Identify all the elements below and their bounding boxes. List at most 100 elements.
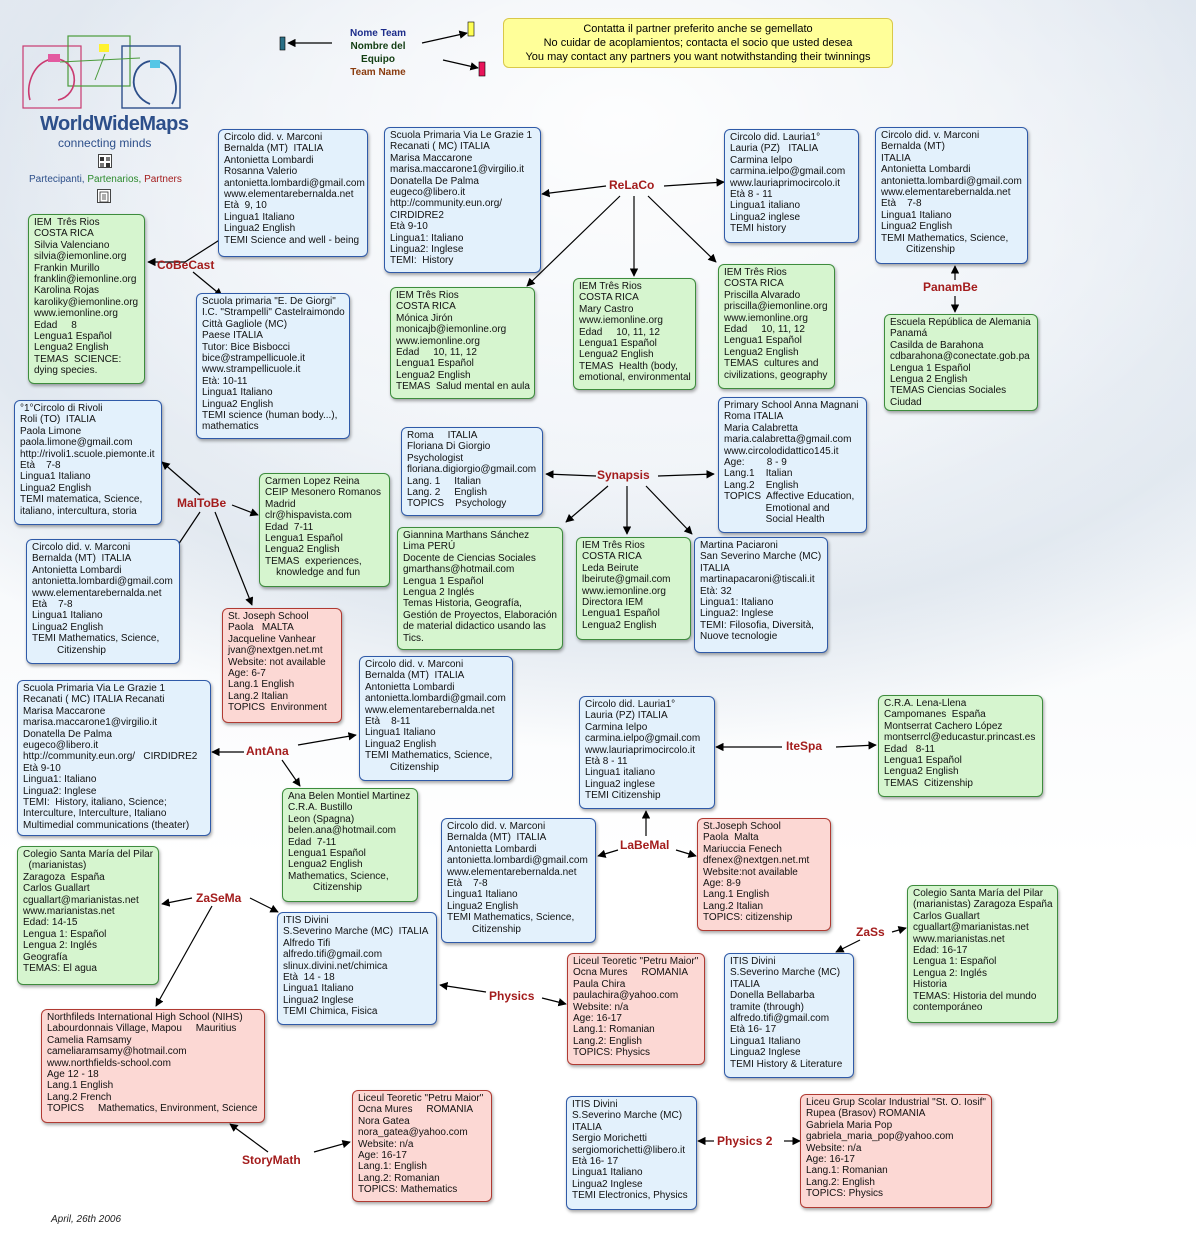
- partner-card-line: Edad 8-11: [884, 743, 935, 755]
- partner-card-line: Recanati ( MC) ITALIA Recanati: [23, 694, 165, 706]
- partner-card-line: Age: 8-9: [703, 878, 741, 890]
- partner-card-line: Tutor: Bice Bisbocci: [202, 341, 290, 353]
- partner-card-line: www.iemonline.org: [34, 308, 118, 320]
- team-synapsis[interactable]: Synapsis: [597, 468, 650, 482]
- partner-card-line: Social Health: [724, 514, 825, 526]
- team-cobecast[interactable]: CoBeCast: [157, 258, 215, 272]
- partner-card-line: montserrcl@educastur.princast.es: [884, 732, 1036, 744]
- team-physics[interactable]: Physics: [489, 989, 535, 1003]
- partner-card-line: lbeirute@gmail.com: [582, 574, 671, 586]
- partner-card-line: I.C. "Strampelli" Castelraimondo: [202, 307, 345, 319]
- partner-card-line: Età 16- 17: [730, 1024, 777, 1036]
- document-icon[interactable]: [97, 189, 111, 203]
- arrow: [313, 1139, 351, 1153]
- team-zass[interactable]: ZaSs: [856, 925, 885, 939]
- partner-card-line: Lingua2 English: [224, 223, 296, 235]
- partner-card-line: TEMI Mathematics, Science,: [881, 232, 1009, 244]
- partner-card-line: Casilda de Barahona: [890, 339, 984, 351]
- partner-card[interactable]: Liceu Grup Scolar Industrial "St. O. Ios…: [800, 1094, 992, 1208]
- partner-card-line: Campomanes España: [884, 709, 986, 721]
- partner-card-line: Lang.1 English: [228, 679, 295, 691]
- partner-card-line: ITIS Divini: [283, 915, 329, 926]
- partner-card-line: italiano, intercultura, storia: [20, 505, 137, 517]
- partner-card-line: IEM Três Rios: [34, 217, 100, 228]
- arrow: [155, 905, 213, 1007]
- partner-card[interactable]: Northfileds International High School (N…: [41, 1009, 265, 1123]
- partner-card[interactable]: Colegio Santa María del Pilar (marianist…: [17, 846, 159, 985]
- partner-card-line: franklin@iemonline.org: [34, 274, 137, 286]
- team-panambe[interactable]: PanamBe: [923, 280, 978, 294]
- team-physics-2[interactable]: Physics 2: [717, 1134, 773, 1148]
- partner-card-line: Lengua1 Español: [582, 608, 660, 620]
- team-maltobe[interactable]: MalToBe: [177, 496, 227, 510]
- arrow: [657, 470, 715, 479]
- partner-card-line: Silvia Valenciano: [34, 239, 110, 251]
- partner-card-line: sergiomorichetti@libero.it: [572, 1144, 685, 1156]
- participants-link[interactable]: Partecipanti, Partenarios, Partners: [29, 174, 182, 185]
- team-relaco[interactable]: ReLaCo: [609, 178, 655, 192]
- partner-card-line: www.lauriaprimocircolo.it: [585, 744, 696, 756]
- team-itespa[interactable]: IteSpa: [786, 739, 823, 753]
- partner-card[interactable]: Colegio Santa María del Pilar(marianista…: [907, 885, 1058, 1023]
- partner-card-line: Città Gagliole (MC): [202, 318, 288, 330]
- team-zasema[interactable]: ZaSeMa: [196, 891, 242, 905]
- partner-card-line: Lengua 2: Inglés: [23, 940, 97, 952]
- partner-card[interactable]: Liceul Teoretic "Petru Maior"Ocna Mures …: [567, 953, 705, 1065]
- partner-card-line: Lang.2 Italian: [703, 900, 764, 912]
- team-labemal[interactable]: LaBeMal: [620, 838, 670, 852]
- partner-card[interactable]: Scuola primaria "E. De Giorgi"I.C. "Stra…: [196, 293, 350, 439]
- partner-card-line: Edad: 14-15: [23, 917, 78, 929]
- partner-card-line: Donatella De Palma: [390, 175, 479, 187]
- arrow: [229, 1123, 269, 1153]
- grid-icon[interactable]: [98, 154, 112, 168]
- partner-card-line: TEMI history: [730, 223, 787, 235]
- partner-card-line: Ciudad: [890, 396, 922, 408]
- legend-marker-yellow: [467, 21, 475, 37]
- partner-card-line: TOPICS Mathematics, Environment, Science: [47, 1103, 258, 1115]
- partner-card-line: TEMI Mathematics, Science,: [365, 750, 493, 762]
- team-storymath[interactable]: StoryMath: [242, 1153, 301, 1167]
- partner-card[interactable]: Liceul Teoretic "Petru Maior"Ocna Mures …: [352, 1090, 492, 1202]
- partner-card-line: Lang.1: Romanian: [573, 1024, 655, 1036]
- team-antana[interactable]: AntAna: [246, 744, 289, 758]
- partner-card-line: Lingua2 inglese: [585, 778, 656, 790]
- partner-card-line: www.iemonline.org: [582, 585, 666, 597]
- partner-card-line: TOPICS Environment: [228, 702, 327, 714]
- partner-card-line: Roma ITALIA: [724, 411, 784, 423]
- partner-card-line: Antonietta Lombardi: [365, 681, 455, 693]
- arrow: [675, 849, 697, 858]
- partner-card-line: Primary School Anna Magnani: [724, 400, 859, 411]
- partner-card-line: www.iemonline.org: [724, 312, 808, 324]
- partner-card-line: www.marianistas.net: [23, 906, 115, 918]
- partner-card-line: TEMI Electronics, Physics: [572, 1190, 688, 1202]
- arrow: [249, 897, 279, 913]
